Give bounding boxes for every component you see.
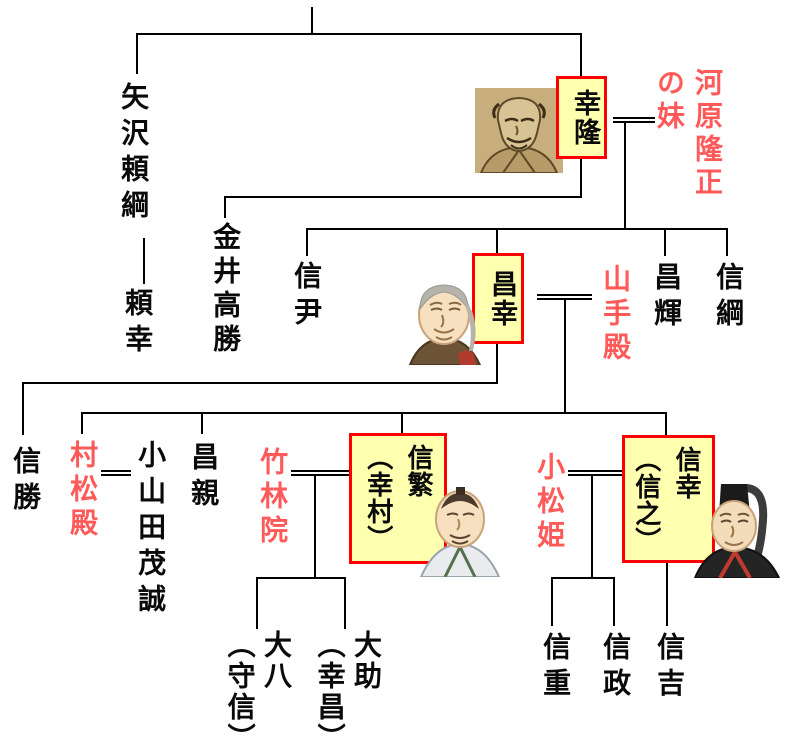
person-yazawa-yoritsuna: 矢沢頼綱 xyxy=(117,82,151,226)
person-nobumasa: 信政 xyxy=(599,632,633,704)
person-komatsu-hime: 小松姫 xyxy=(533,452,567,554)
person-muramatsu-dono: 村松殿 xyxy=(66,440,100,542)
connector-line xyxy=(664,228,666,256)
connector-line xyxy=(580,33,582,78)
connector-line xyxy=(726,228,728,256)
connector-line xyxy=(311,7,313,35)
connector-line xyxy=(613,577,615,626)
person-box-yukitaka: 幸隆 xyxy=(556,76,607,159)
person-yoriyuki: 頼幸 xyxy=(121,288,155,360)
connector-line xyxy=(496,228,498,255)
person-yukitaka: 幸隆 xyxy=(569,88,600,147)
marriage-line xyxy=(613,117,655,123)
nobuyuki-portrait xyxy=(687,478,787,582)
person-nobushige-jr: 信重 xyxy=(539,632,573,704)
marriage-line xyxy=(568,470,624,476)
connector-line xyxy=(224,196,582,198)
connector-line xyxy=(551,577,553,626)
person-masayuki: 昌幸 xyxy=(486,269,517,328)
connector-line xyxy=(22,382,498,384)
connector-line xyxy=(81,412,667,414)
person-chikurinin: 竹林院 xyxy=(256,447,290,549)
connector-line xyxy=(143,238,145,284)
person-daisuke: 大助 （幸昌） xyxy=(313,630,383,751)
connector-line xyxy=(665,412,667,437)
person-kawahara-takamasa-sister: 河原隆正 の妹 xyxy=(652,68,724,200)
marriage-line xyxy=(291,470,349,476)
person-nobutsuna: 信綱 xyxy=(712,262,746,334)
connector-line xyxy=(666,561,668,626)
connector-line xyxy=(306,228,728,230)
person-nobutada: 信尹 xyxy=(290,261,324,333)
yukitaka-portrait xyxy=(475,88,563,177)
person-nobukatsu: 信勝 xyxy=(9,446,43,518)
person-box-nobuyuki: 信幸 （信之） xyxy=(622,435,715,563)
person-nobuyoshi: 信吉 xyxy=(653,632,687,704)
person-nobushige: 信繁 （幸村） xyxy=(362,444,433,552)
connector-line xyxy=(224,196,226,218)
person-yamanote-dono: 山手殿 xyxy=(599,264,633,366)
connector-line xyxy=(22,382,24,435)
connector-line xyxy=(496,342,498,384)
connector-line xyxy=(81,412,83,434)
connector-line xyxy=(551,577,615,579)
connector-line xyxy=(256,577,346,579)
connector-line xyxy=(136,33,138,74)
person-box-nobushige: 信繁 （幸村） xyxy=(349,433,447,564)
marriage-line xyxy=(101,470,131,476)
person-nobuyuki: 信幸 （信之） xyxy=(630,446,701,554)
person-masateru: 昌輝 xyxy=(650,262,684,334)
person-box-masayuki: 昌幸 xyxy=(472,253,524,344)
person-kanai-takakatsu: 金井高勝 xyxy=(209,222,243,358)
connector-line xyxy=(624,122,626,230)
connector-line xyxy=(580,156,582,198)
masayuki-portrait xyxy=(400,277,490,369)
person-oyamada-shigemasa: 小山田茂誠 xyxy=(134,440,168,620)
connector-line xyxy=(201,412,203,434)
yukimura-portrait xyxy=(417,483,503,581)
connector-line xyxy=(314,474,316,578)
connector-line xyxy=(256,577,258,629)
connector-line xyxy=(344,577,346,629)
person-daihachi: 大八 （守信） xyxy=(223,630,293,751)
connector-line xyxy=(564,298,566,414)
person-masachika: 昌親 xyxy=(187,442,221,514)
connector-line xyxy=(401,412,403,435)
connector-line xyxy=(136,33,582,35)
connector-line xyxy=(591,474,593,578)
connector-line xyxy=(306,228,308,256)
